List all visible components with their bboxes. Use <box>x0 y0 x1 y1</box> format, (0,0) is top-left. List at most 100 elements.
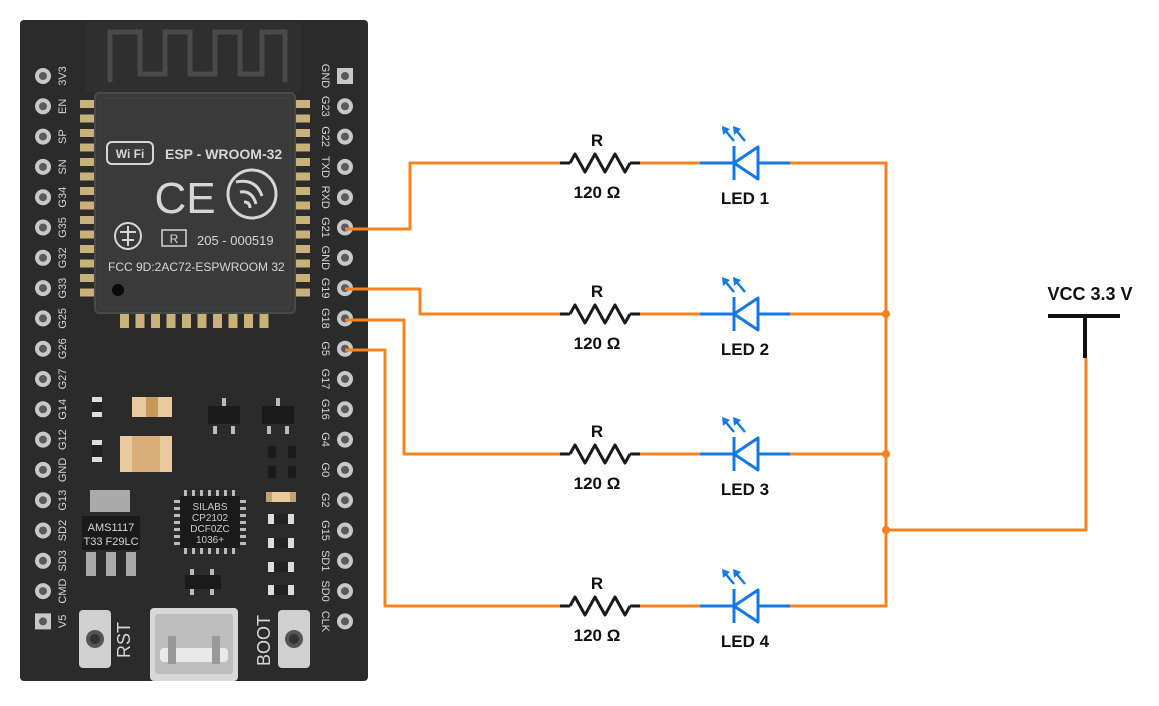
esp32-board: Wi Fi ESP - WROOM-32 CE R 205 - 000519 F… <box>20 20 368 681</box>
header-pin-g13: G13 <box>35 490 69 511</box>
module-label: ESP - WROOM-32 <box>165 146 282 162</box>
pin-label: 3V3 <box>57 66 69 86</box>
pin-label: G17 <box>319 369 331 390</box>
led-label: LED 2 <box>721 340 769 359</box>
chip-line: DCF0ZC <box>190 524 229 535</box>
resistor-value: 120 Ω <box>574 626 621 645</box>
header-pin-gnd: GND <box>35 458 69 482</box>
pin-label: G13 <box>57 490 69 511</box>
pin-label: TXD <box>319 156 331 178</box>
header-pin-g12: G12 <box>35 429 69 450</box>
pin-label: G21 <box>319 217 331 238</box>
wire-g21 <box>345 161 560 231</box>
wire-bus <box>790 161 888 608</box>
pin-label: GND <box>319 64 331 89</box>
resistor-symbol <box>560 152 640 174</box>
led-label: LED 3 <box>721 480 769 499</box>
pin-label: G0 <box>319 463 331 478</box>
ce-mark: CE <box>154 174 215 223</box>
junction-dots <box>882 310 890 534</box>
resistor-name: R <box>591 422 603 441</box>
pin-label: SP <box>57 129 69 144</box>
pin-label: G14 <box>57 399 69 420</box>
header-pin-g32: G32 <box>35 247 69 268</box>
header-pin-sd3: SD3 <box>35 550 69 572</box>
espressif-logo-icon <box>226 168 278 220</box>
pin-label: G2 <box>319 493 331 508</box>
pin-label: G23 <box>319 96 331 117</box>
pin-label: G27 <box>57 369 69 390</box>
header-pin-g27: G27 <box>35 369 69 390</box>
pin-label: CLK <box>319 611 331 633</box>
wifi-label: Wi Fi <box>116 147 145 161</box>
led-icon <box>700 417 790 472</box>
pin-label: G18 <box>319 308 331 329</box>
resistor-name: R <box>591 282 603 301</box>
junction-dot <box>882 450 890 458</box>
chip-line: CP2102 <box>192 513 229 524</box>
module-pads <box>80 100 310 328</box>
header-pin-gnd: GND <box>319 64 353 89</box>
usb-connector <box>150 608 238 681</box>
led-branch-1: R 120 Ω LED 1 <box>560 126 790 208</box>
resistor-value: 120 Ω <box>574 183 621 202</box>
header-pin-txd: TXD <box>319 156 353 178</box>
led-label: LED 1 <box>721 189 769 208</box>
pin-label: G35 <box>57 217 69 238</box>
header-pin-g14: G14 <box>35 399 69 420</box>
resistor-value: 120 Ω <box>574 334 621 353</box>
rst-button[interactable] <box>79 610 111 668</box>
resistor-name: R <box>591 131 603 150</box>
header-pin-g17: G17 <box>319 369 353 390</box>
wroom-module <box>94 92 296 314</box>
pin-label: G12 <box>57 429 69 450</box>
cert-number: 205 - 000519 <box>197 233 274 248</box>
wire-g19 <box>345 287 560 316</box>
r-mark: R <box>170 232 179 246</box>
header-pin-g4: G4 <box>319 431 353 448</box>
pin-label: SD1 <box>319 550 331 571</box>
pin-label: SD0 <box>319 580 331 601</box>
header-pin-rxd: RXD <box>319 186 353 209</box>
pin-label: G19 <box>319 278 331 299</box>
header-pin-sd2: SD2 <box>35 520 69 541</box>
wire-vcc <box>886 358 1088 532</box>
resistor-value: 120 Ω <box>574 474 621 493</box>
led-icon <box>700 126 790 181</box>
pin-label: G22 <box>319 126 331 147</box>
led-branch-3: R 120 Ω LED 3 <box>560 417 790 499</box>
resistor-symbol <box>560 303 640 325</box>
header-pin-cmd: CMD <box>35 579 69 604</box>
header-pin-g33: G33 <box>35 278 69 299</box>
header-pin-g22: G22 <box>319 126 353 147</box>
header-pin-g0: G0 <box>319 461 353 478</box>
pin-label: SD2 <box>57 520 69 541</box>
header-pin-g23: G23 <box>319 96 353 117</box>
header-pin-gnd: GND <box>319 246 353 271</box>
pin-label: G33 <box>57 278 69 299</box>
led-icon <box>700 569 790 624</box>
pin-label: G25 <box>57 308 69 329</box>
header-pin-g26: G26 <box>35 338 69 359</box>
header-pin-3v3: 3V3 <box>35 66 69 86</box>
header-pin-sn: SN <box>35 158 69 175</box>
header-pin-g25: G25 <box>35 308 69 329</box>
header-pin-v5: V5 <box>35 613 69 630</box>
rst-label: RST <box>114 622 134 658</box>
regulator-label: AMS1117 <box>88 522 135 534</box>
led-icon <box>700 277 790 332</box>
header-pin-sd0: SD0 <box>319 580 353 602</box>
led-label: LED 4 <box>721 632 770 651</box>
pin-label: G32 <box>57 247 69 268</box>
header-pin-g15: G15 <box>319 520 353 541</box>
boot-label: BOOT <box>254 615 274 666</box>
antenna-trace <box>86 22 301 92</box>
pin-label: G34 <box>57 187 69 208</box>
boot-button[interactable] <box>278 610 310 668</box>
pin1-dot <box>112 284 124 296</box>
pin-label: GND <box>319 246 331 271</box>
